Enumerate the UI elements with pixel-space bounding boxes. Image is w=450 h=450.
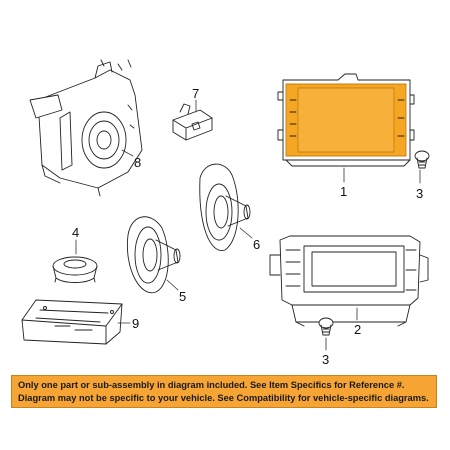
- callout-7: 7: [192, 86, 199, 101]
- callout-8: 8: [134, 155, 141, 170]
- leader-lines: [75, 99, 421, 351]
- part-3-screw-upper: [414, 150, 430, 169]
- disclaimer-line-1: Only one part or sub-assembly in diagram…: [18, 380, 405, 390]
- part-1-radio-unit-highlighted: [277, 73, 415, 167]
- part-6-speaker: [199, 163, 251, 251]
- part-2-housing: [269, 235, 429, 327]
- disclaimer-line-2: Diagram may not be specific to your vehi…: [18, 393, 429, 403]
- callout-9: 9: [132, 316, 139, 331]
- disclaimer-banner: Only one part or sub-assembly in diagram…: [11, 375, 437, 408]
- part-7-bracket: [172, 103, 213, 141]
- part-8-speaker-enclosure: [29, 59, 143, 197]
- callout-5: 5: [179, 289, 186, 304]
- part-9-module: [21, 299, 123, 345]
- part-3-screw-lower: [318, 317, 334, 336]
- callout-1: 1: [340, 184, 347, 199]
- part-5-speaker: [126, 216, 181, 294]
- callout-3-upper: 3: [416, 186, 423, 201]
- callout-6: 6: [253, 237, 260, 252]
- callout-3-lower: 3: [322, 352, 329, 367]
- part-4-tweeter: [52, 256, 98, 283]
- callout-2: 2: [354, 322, 361, 337]
- callout-4: 4: [72, 225, 79, 240]
